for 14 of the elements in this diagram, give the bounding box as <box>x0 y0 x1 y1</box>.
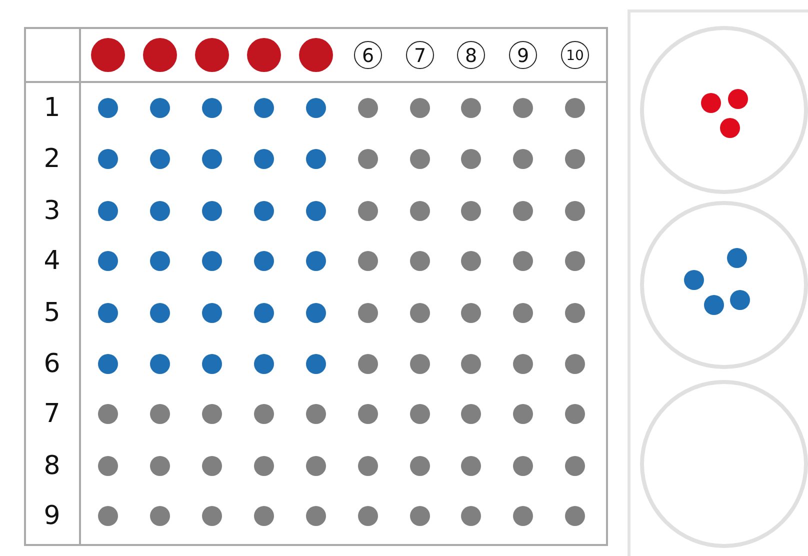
circled-number: 8 <box>457 41 485 69</box>
circled-number: 9 <box>509 41 537 69</box>
row-number: 8 <box>42 453 62 479</box>
row-number: 5 <box>42 300 62 326</box>
row-number: 7 <box>42 401 62 427</box>
row-number: 3 <box>42 198 62 224</box>
circled-number: 7 <box>406 41 434 69</box>
row-number: 4 <box>42 248 62 274</box>
row-number: 1 <box>42 95 62 121</box>
circled-number: 10 <box>561 41 589 69</box>
row-number: 6 <box>42 351 62 377</box>
row-number: 9 <box>42 503 62 529</box>
circled-number: 6 <box>354 41 382 69</box>
row-number: 2 <box>42 146 62 172</box>
